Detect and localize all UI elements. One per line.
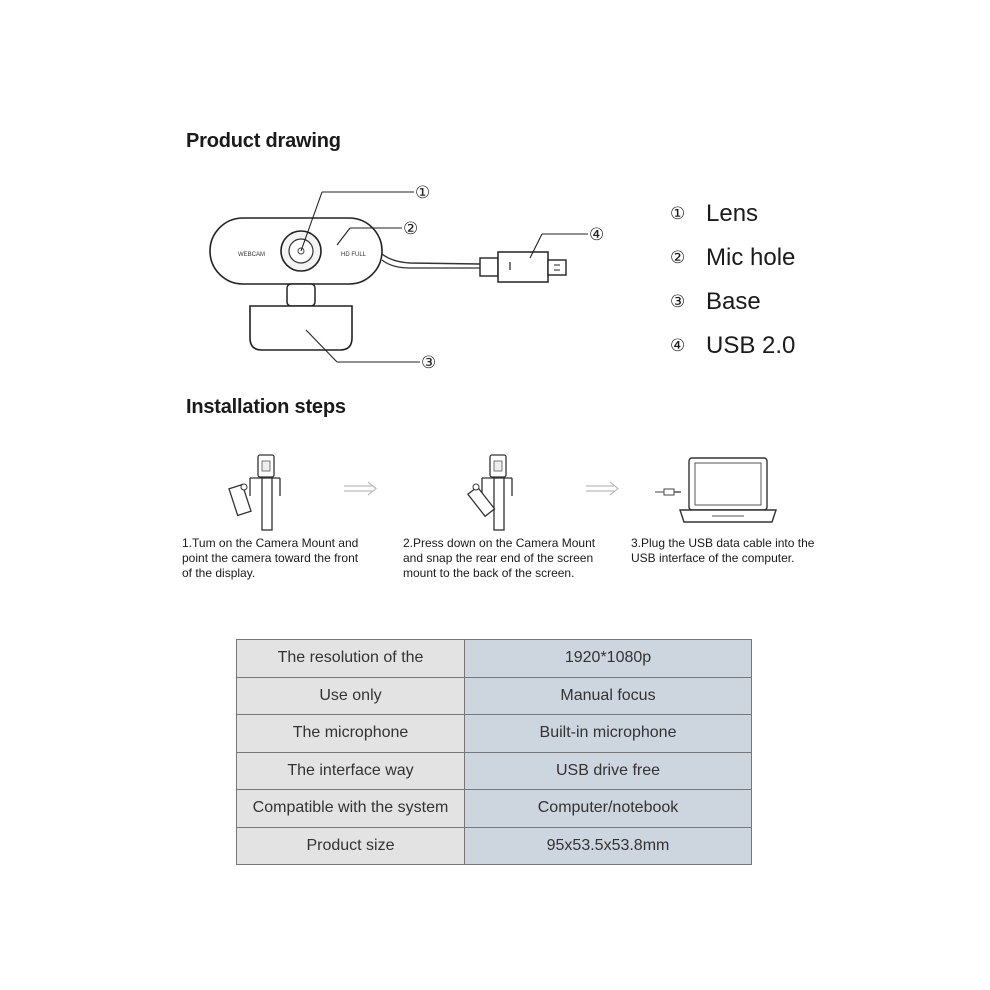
table-row: Compatible with the system Computer/note… bbox=[236, 789, 752, 828]
legend-label: Lens bbox=[706, 200, 759, 227]
webcam-base bbox=[249, 305, 353, 351]
step-line: 2.Press down on the Camera Mount bbox=[403, 536, 596, 550]
webcam-label-left: WEBCAM bbox=[238, 252, 265, 258]
step-line: of the display. bbox=[182, 566, 256, 580]
step-line: point the camera toward the front bbox=[182, 551, 359, 565]
table-row: The resolution of the 1920*1080p bbox=[236, 639, 752, 678]
spec-value: 95x53.5x53.8mm bbox=[464, 826, 752, 865]
usb-cable bbox=[381, 253, 481, 265]
step-line: 3.Plug the USB data cable into the bbox=[631, 536, 815, 550]
arrow-icon bbox=[344, 481, 377, 496]
callout-1: ① bbox=[415, 183, 430, 202]
step-caption-1: 1.Tum on the Camera Mount and point the … bbox=[182, 536, 358, 581]
spec-value: Computer/notebook bbox=[464, 789, 752, 828]
step-line: USB interface of the computer. bbox=[631, 551, 795, 565]
product-drawing-title: Product drawing bbox=[186, 130, 341, 152]
spec-value: Manual focus bbox=[464, 676, 752, 715]
step-caption-3: 3.Plug the USB data cable into the USB i… bbox=[631, 536, 814, 566]
callout-3: ③ bbox=[421, 353, 436, 372]
table-row: Product size 95x53.5x53.8mm bbox=[236, 826, 752, 865]
cable-plug-icon bbox=[655, 488, 681, 496]
spec-table: The resolution of the 1920*1080p Use onl… bbox=[236, 639, 752, 865]
legend-label: Base bbox=[706, 288, 761, 315]
table-row: Use only Manual focus bbox=[236, 676, 752, 715]
spec-value: Built-in microphone bbox=[464, 714, 752, 753]
spec-key: Product size bbox=[236, 826, 465, 865]
step-2-illustration bbox=[466, 454, 513, 531]
spec-key: The interface way bbox=[236, 751, 465, 790]
callout-2: ② bbox=[403, 219, 418, 238]
callout-4: ④ bbox=[589, 225, 604, 244]
spec-value: 1920*1080p bbox=[464, 639, 752, 678]
webcam-label-right: HD FULL bbox=[341, 252, 367, 258]
legend-label: USB 2.0 bbox=[706, 332, 796, 359]
spec-key: The resolution of the bbox=[236, 639, 465, 678]
legend-num: ④ bbox=[670, 336, 686, 355]
legend-num: ② bbox=[670, 248, 686, 267]
arrow-icon bbox=[586, 481, 619, 496]
spec-key: Use only bbox=[236, 676, 465, 715]
legend-label: Mic hole bbox=[706, 244, 796, 271]
step-1-illustration bbox=[228, 454, 281, 531]
installation-steps-title: Installation steps bbox=[186, 396, 346, 418]
legend-item: ③ Base bbox=[670, 288, 761, 316]
legend-num: ③ bbox=[670, 292, 686, 311]
legend-item: ④ USB 2.0 bbox=[670, 332, 795, 360]
step-line: and snap the rear end of the screen bbox=[403, 551, 594, 565]
step-line: 1.Tum on the Camera Mount and bbox=[182, 536, 359, 550]
step-caption-2: 2.Press down on the Camera Mount and sna… bbox=[403, 536, 595, 581]
legend-item: ① Lens bbox=[670, 200, 758, 228]
table-row: The microphone Built-in microphone bbox=[236, 714, 752, 753]
legend-item: ② Mic hole bbox=[670, 244, 795, 272]
spec-key: Compatible with the system bbox=[236, 789, 465, 828]
table-row: The interface way USB drive free bbox=[236, 751, 752, 790]
usb-plug bbox=[497, 251, 549, 283]
laptop-icon bbox=[679, 457, 777, 523]
spec-value: USB drive free bbox=[464, 751, 752, 790]
spec-key: The microphone bbox=[236, 714, 465, 753]
legend-num: ① bbox=[670, 204, 686, 223]
step-line: mount to the back of the screen. bbox=[403, 566, 575, 580]
